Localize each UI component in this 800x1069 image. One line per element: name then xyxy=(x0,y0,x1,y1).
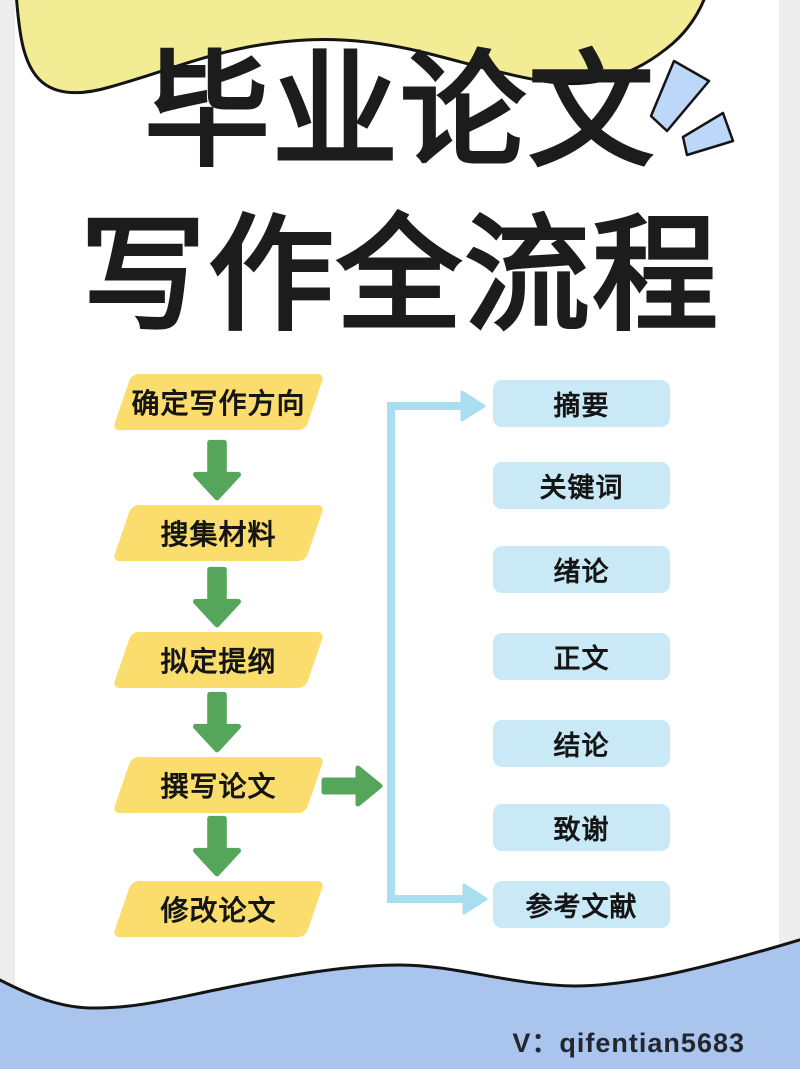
section-box: 正文 xyxy=(493,633,670,680)
flow-step-label: 搜集材料 xyxy=(160,519,277,550)
flow-step-label: 修改论文 xyxy=(160,895,277,926)
down-arrow-icon xyxy=(193,815,241,877)
down-arrow-icon xyxy=(193,691,241,753)
flow-step-label: 确定写作方向 xyxy=(131,388,306,419)
poster-title-line2: 写作全流程 xyxy=(80,205,720,346)
down-arrow-icon xyxy=(193,566,241,628)
connector-arrowhead-icon xyxy=(460,390,486,422)
section-box: 结论 xyxy=(493,720,670,767)
section-box: 绪论 xyxy=(493,546,670,593)
flow-step: 确定写作方向 xyxy=(112,374,325,430)
footer-contact-text: V：qifentian5683 xyxy=(512,1028,745,1058)
section-box: 关键词 xyxy=(493,462,670,509)
down-arrow-icon xyxy=(193,439,241,501)
connector-arrowhead-icon xyxy=(462,883,488,915)
flow-step: 拟定提纲 xyxy=(112,632,325,688)
section-box: 摘要 xyxy=(493,380,670,427)
flow-step: 修改论文 xyxy=(112,881,325,937)
background-margin-right xyxy=(779,0,800,1069)
flow-step: 撰写论文 xyxy=(112,757,325,813)
section-box: 致谢 xyxy=(493,804,670,851)
right-arrow-icon xyxy=(321,765,383,807)
branch-connector xyxy=(387,390,488,915)
flow-step-label: 拟定提纲 xyxy=(160,646,277,677)
poster-title-line1: 毕业论文 xyxy=(144,41,656,182)
flow-step-label: 撰写论文 xyxy=(160,771,277,802)
flow-step: 搜集材料 xyxy=(112,505,325,561)
background-margin-left xyxy=(0,0,15,1069)
section-box: 参考文献 xyxy=(493,881,670,928)
